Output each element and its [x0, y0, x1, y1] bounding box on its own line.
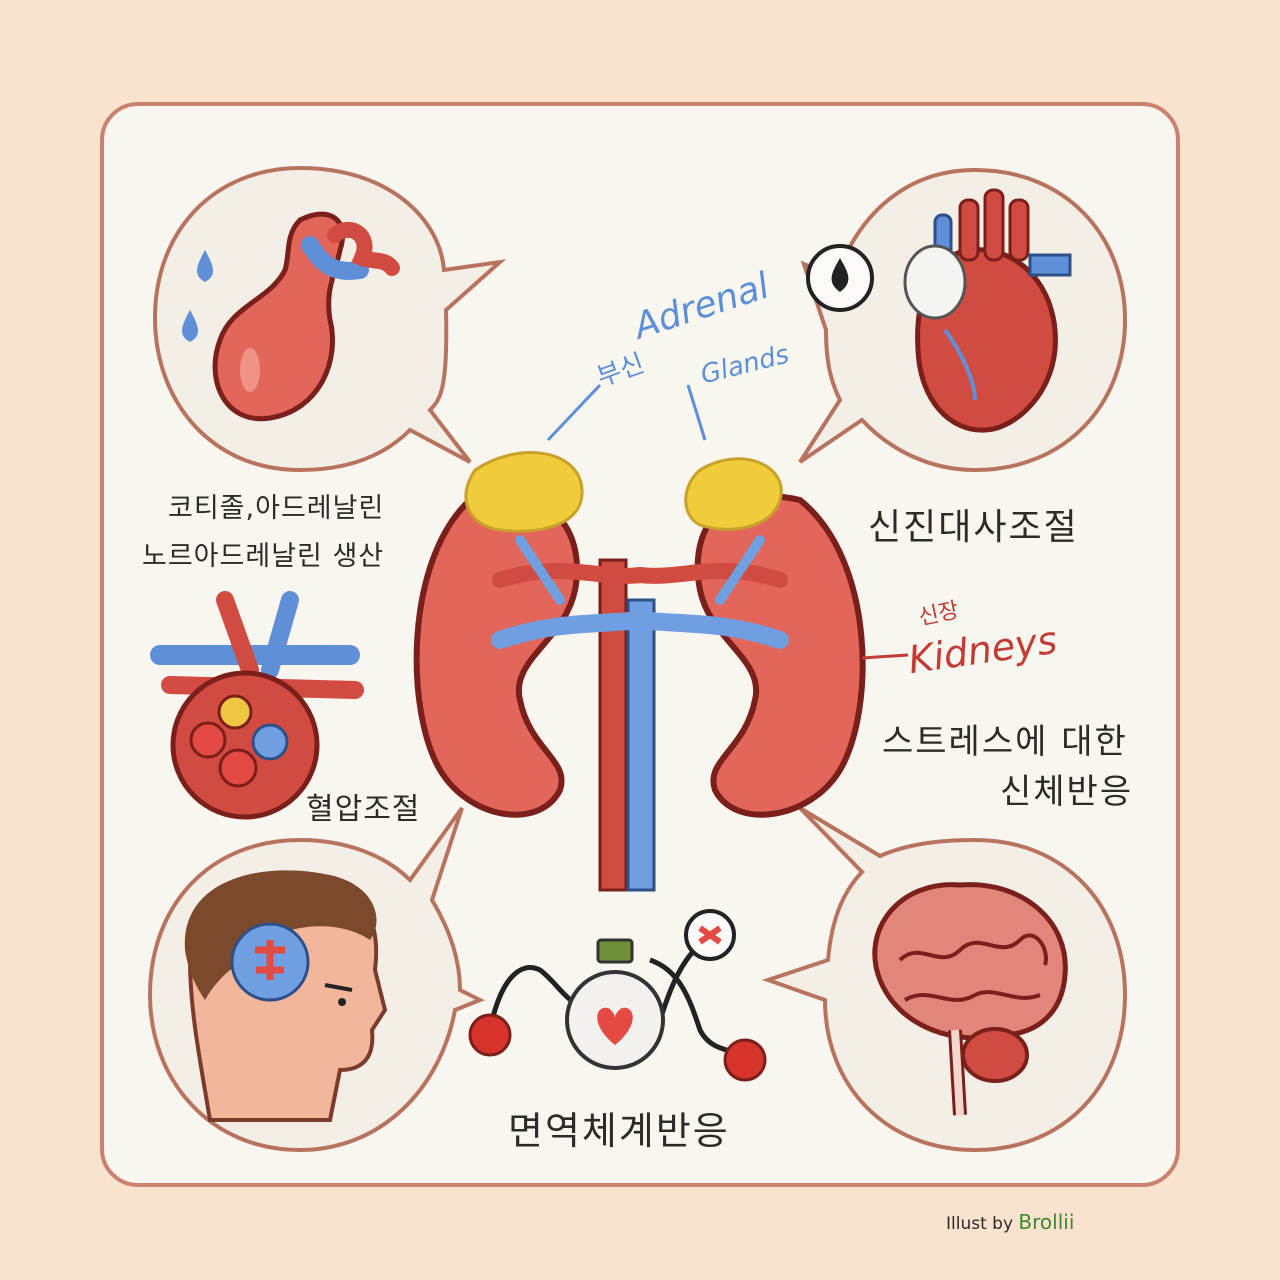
- adrenal-pointer-line: [546, 383, 602, 442]
- hormone-production-label-line2: 노르아드레날린 생산: [142, 541, 385, 572]
- metabolism-label: 신진대사조절: [868, 507, 1079, 548]
- immune-response-label: 면역체계반응: [508, 1109, 730, 1153]
- gland-organ-icon: [182, 211, 400, 422]
- blood-pressure-label: 혈압조절: [306, 792, 421, 827]
- glands-pointer-line: [686, 384, 707, 441]
- stress-response-label-line2: 신체반응: [1000, 772, 1134, 812]
- blood-pressure-icon: [150, 591, 364, 820]
- kidneys-illustration: [413, 451, 866, 892]
- stressed-face-icon: [184, 870, 388, 1122]
- credit-prefix: Illust by: [946, 1214, 1014, 1234]
- kidney-pointer-line: [861, 653, 909, 660]
- illustration-credit: Illust by Brollii: [946, 1210, 1074, 1234]
- immune-network-icon: [468, 909, 767, 1082]
- credit-author: Brollii: [1018, 1210, 1075, 1234]
- brain-icon: [872, 882, 1068, 1116]
- stress-response-label-line1: 스트레스에 대한: [882, 722, 1128, 762]
- heart-icon: [806, 188, 1072, 433]
- hormone-production-label-line1: 코티졸,아드레날린: [168, 493, 385, 524]
